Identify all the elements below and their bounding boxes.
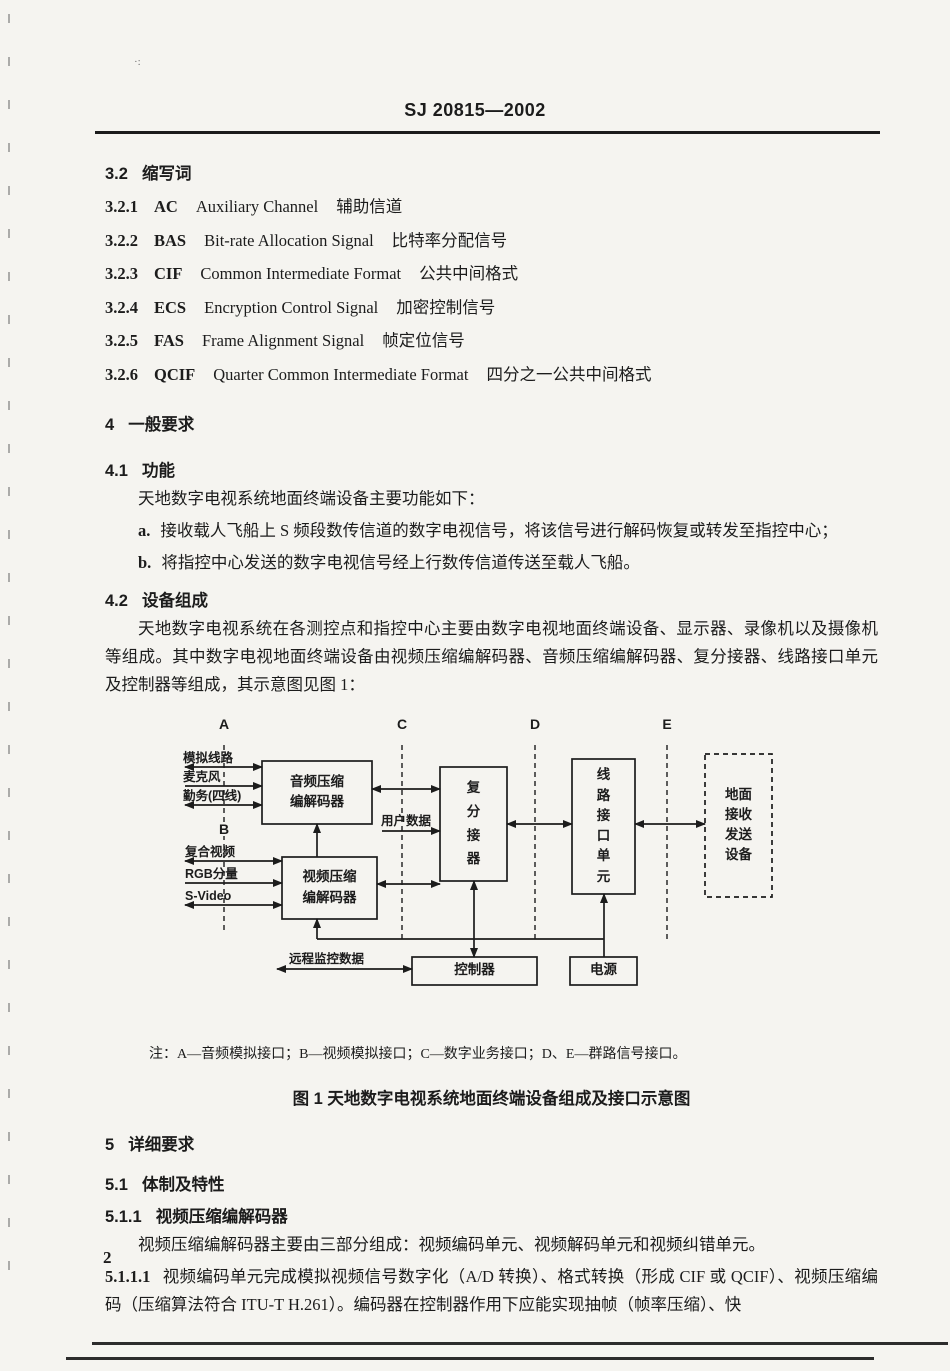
- microphone-label: 麦克风: [183, 769, 221, 784]
- heading-4-title: 一般要求: [128, 415, 195, 434]
- header-rule: [95, 131, 880, 134]
- plane-label-d: D: [529, 715, 541, 732]
- list-item-b-label: b.: [138, 552, 152, 572]
- abbrev-chinese: 辅助信道: [336, 197, 403, 216]
- paragraph-5-1-1-1-text: 视频编码单元完成模拟视频信号数字化（A/D 转换）、格式转换（形成 CIF 或 …: [105, 1266, 878, 1314]
- heading-4-1: 4.1 功能: [105, 457, 878, 481]
- abbrev-term: CIF: [154, 264, 183, 283]
- abbrev-english: Common Intermediate Format: [200, 264, 402, 283]
- abbrev-number: 3.2.2: [105, 230, 138, 250]
- list-item-a: a. 接收载人飞船上 S 频段数传信道的数字电视信号，将该信号进行解码恢复或转发至…: [105, 517, 878, 545]
- heading-5-1: 5.1 体制及特性: [105, 1171, 878, 1195]
- scan-artifact-line: [92, 1342, 948, 1345]
- abbrev-number: 3.2.3: [105, 264, 138, 283]
- audio-codec-box: 音频压缩 编解码器: [290, 773, 344, 809]
- abbrev-number: 3.2.1: [105, 197, 138, 216]
- abbrev-term: ECS: [154, 297, 187, 317]
- doc-header: SJ 20815—2002: [0, 0, 950, 121]
- scan-edge-marks: [8, 14, 10, 1304]
- video-codec-box: 视频压缩 编解码器: [302, 869, 357, 905]
- plane-label-b: B: [216, 821, 232, 836]
- heading-5-title: 详细要求: [128, 1135, 195, 1154]
- doc-number: SJ 20815—2002: [404, 100, 546, 120]
- controller-box: 控制器: [454, 962, 495, 978]
- abbrev-term: BAS: [154, 230, 187, 250]
- remote-monitor-data-label: 远程监控数据: [289, 951, 365, 966]
- heading-4-2-number: 4.2: [105, 591, 128, 610]
- figure-1-lines: [184, 744, 773, 986]
- ground-transceiver-box: 地面 接收 发送 设备: [725, 786, 752, 863]
- diagram-arrows: [184, 762, 706, 973]
- plane-label-e: E: [662, 715, 672, 732]
- paragraph-4-2-body: 天地数字电视系统在各测控点和指控中心主要由数字电视地面终端设备、显示器、录像机以…: [105, 618, 878, 694]
- abbrev-english: Bit-rate Allocation Signal: [204, 230, 374, 250]
- heading-3-2-number: 3.2: [105, 164, 128, 183]
- figure-1-diagram: A B C D E 模拟线路 麦克风 勤务(四线) 复合视频 RGB分量 S-V…: [177, 717, 797, 1009]
- abbrev-row-ac: 3.2.1 AC Auxiliary Channel 辅助信道: [105, 193, 878, 217]
- heading-5-1-title: 体制及特性: [141, 1175, 225, 1194]
- heading-4-1-number: 4.1: [105, 461, 128, 480]
- plane-label-c: C: [396, 715, 408, 732]
- abbrev-chinese: 比特率分配信号: [391, 230, 508, 250]
- power-supply-box: 电源: [590, 962, 617, 978]
- list-item-a-text: 接收载人飞船上 S 频段数传信道的数字电视信号，将该信号进行解码恢复或转发至指控…: [160, 520, 838, 540]
- heading-5-1-1-title: 视频压缩编解码器: [155, 1207, 288, 1226]
- abbrev-english: Frame Alignment Signal: [201, 331, 365, 350]
- abbrev-term: FAS: [154, 331, 184, 350]
- list-item-b: b. 将指控中心发送的数字电视信号经上行数传信道传送至载人飞船。: [105, 549, 878, 577]
- abbrev-number: 3.2.4: [105, 297, 138, 317]
- abbrev-number: 3.2.6: [105, 364, 138, 384]
- analog-line-label: 模拟线路: [183, 750, 234, 765]
- abbrev-row-fas: 3.2.5 FAS Frame Alignment Signal 帧定位信号: [105, 327, 878, 351]
- heading-5: 5 详细要求: [105, 1131, 878, 1155]
- heading-5-1-number: 5.1: [105, 1175, 128, 1194]
- page-number: 2: [103, 1248, 112, 1267]
- composite-video-label: 复合视频: [185, 844, 236, 859]
- heading-4-2: 4.2 设备组成: [105, 587, 878, 611]
- heading-5-number: 5: [105, 1135, 115, 1154]
- abbrev-row-ecs: 3.2.4 ECS Encryption Control Signal 加密控制信号: [105, 294, 878, 318]
- abbrev-number: 3.2.5: [105, 331, 138, 350]
- scan-speck: ·:: [134, 56, 141, 68]
- scan-artifact-line: [66, 1357, 874, 1360]
- paragraph-5-1-1-1-number: 5.1.1.1: [105, 1266, 151, 1286]
- heading-3-2: 3.2 缩写词: [105, 160, 878, 184]
- orderwire-label: 勤务(四线): [183, 788, 242, 803]
- abbrev-english: Quarter Common Intermediate Format: [213, 364, 469, 384]
- rgb-component-label: RGB分量: [185, 866, 238, 881]
- figure-1-caption: 图 1 天地数字电视系统地面终端设备组成及接口示意图: [292, 1089, 691, 1108]
- abbrev-row-bas: 3.2.2 BAS Bit-rate Allocation Signal 比特率分配信…: [105, 227, 878, 251]
- abbrev-term: QCIF: [154, 364, 196, 384]
- heading-5-1-1: 5.1.1 视频压缩编解码器: [105, 1203, 878, 1227]
- abbrev-english: Encryption Control Signal: [204, 297, 379, 317]
- paragraph-4-1-intro: 天地数字电视系统地面终端设备主要功能如下：: [138, 488, 485, 508]
- abbrev-chinese: 公共中间格式: [419, 264, 519, 283]
- heading-5-1-1-number: 5.1.1: [105, 1207, 142, 1226]
- plane-label-a: A: [218, 715, 230, 732]
- abbrev-row-cif: 3.2.3 CIF Common Intermediate Format 公共中间格式: [105, 260, 878, 284]
- mux-demux-box: 复 分 接 器: [466, 780, 481, 867]
- heading-4-1-title: 功能: [141, 461, 175, 480]
- user-data-label: 用户数据: [381, 813, 432, 828]
- s-video-label: S-Video: [185, 888, 232, 903]
- list-item-b-text: 将指控中心发送的数字电视信号经上行数传信道传送至载人飞船。: [161, 552, 640, 572]
- interface-plane-lines: [223, 744, 668, 939]
- heading-3-2-title: 缩写词: [141, 164, 192, 183]
- abbrev-chinese: 帧定位信号: [382, 331, 465, 350]
- line-interface-unit-box: 线 路 接 口 单 元: [596, 767, 611, 884]
- heading-4-2-title: 设备组成: [141, 591, 208, 610]
- heading-4: 4 一般要求: [105, 411, 878, 435]
- list-item-a-label: a.: [138, 520, 151, 540]
- figure-1-note: 注：A—音频模拟接口；B—视频模拟接口；C—数字业务接口；D、E—群路信号接口。: [149, 1046, 687, 1062]
- abbrev-chinese: 四分之一公共中间格式: [486, 364, 652, 384]
- abbrev-row-qcif: 3.2.6 QCIF Quarter Common Intermediate For…: [105, 361, 878, 385]
- abbrev-term: AC: [154, 197, 178, 216]
- abbrev-chinese: 加密控制信号: [396, 297, 496, 317]
- heading-4-number: 4: [105, 415, 115, 434]
- abbrev-english: Auxiliary Channel: [195, 197, 319, 216]
- paragraph-5-1-1-body: 视频压缩编解码器主要由三部分组成：视频编码单元、视频解码单元和视频纠错单元。: [138, 1234, 765, 1254]
